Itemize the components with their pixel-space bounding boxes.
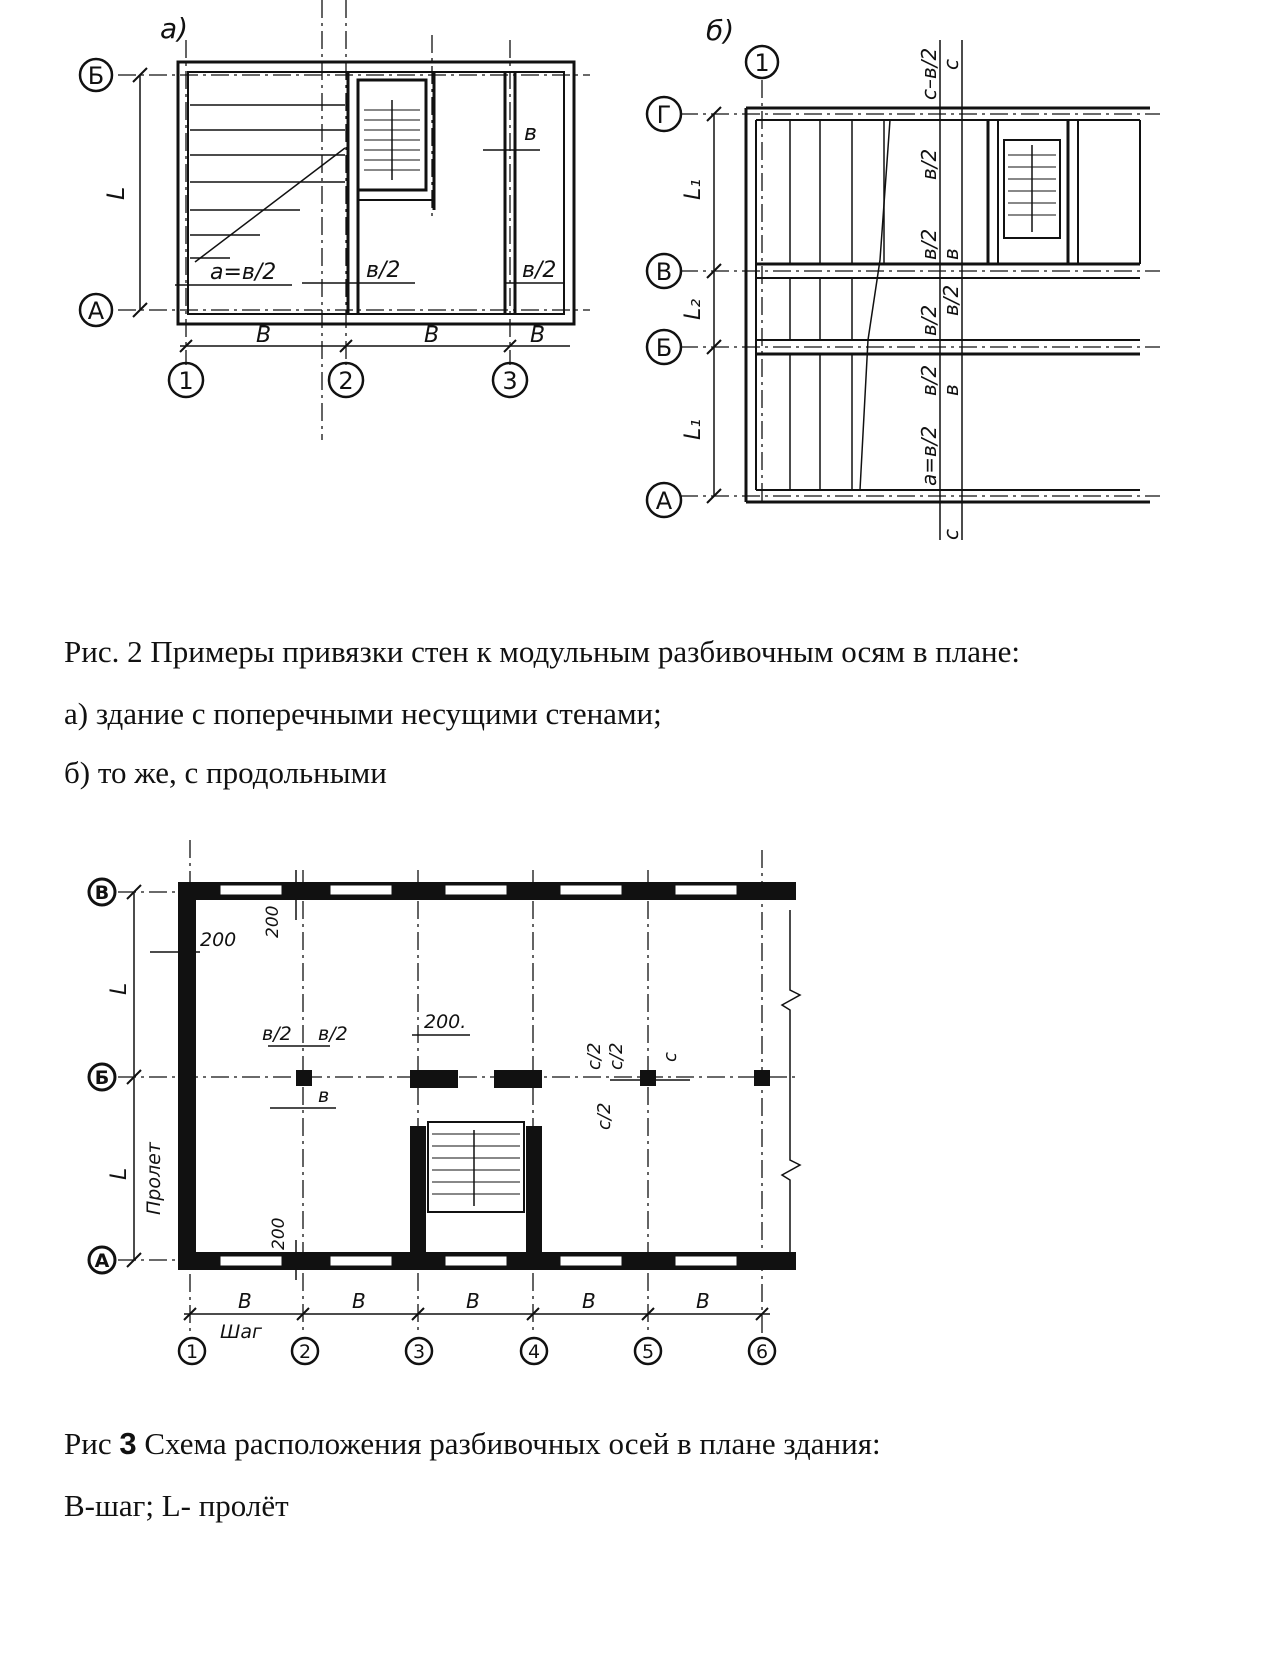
dim-L1-label: L₁ (681, 179, 706, 200)
dim-200-label: 200 (200, 929, 236, 951)
caption-2-prefix: Рис. (64, 634, 120, 669)
axis-bubble (87, 1062, 117, 1092)
axis-bubble (290, 1336, 320, 1366)
caption-3-line-1: Рис 3 Схема расположения разбивочных осе… (64, 1428, 881, 1459)
axis-bubble (633, 1336, 663, 1366)
axis-bubble (645, 252, 683, 290)
axis-col-2-label: 2 (338, 367, 353, 395)
dim-B-label: В (424, 323, 439, 348)
dim-B-label: В (530, 323, 545, 348)
dim-b2-label: в/2 (917, 305, 941, 336)
dim-L-label: L (107, 1168, 132, 1180)
axis-bubble (78, 57, 114, 93)
caption-3-line-2: В-шаг; L- пролёт (64, 1488, 289, 1523)
axis-row-b-label: Б (656, 334, 672, 362)
axis-bubble (87, 1245, 117, 1275)
dim-B-label: В (582, 1289, 596, 1313)
dim-c-label: с (939, 59, 963, 70)
dim-a-label: a=в/2 (210, 260, 276, 285)
caption-3-text: Схема расположения разбивочных осей в пл… (144, 1426, 881, 1461)
axis-bubble (327, 361, 365, 399)
axis-bubble (645, 95, 683, 133)
axis-row-a-label: А (95, 1250, 110, 1272)
caption-2-line-1: Рис. 2 Примеры привязки стен к модульным… (64, 636, 1020, 667)
axis-row-b-label: Б (95, 1067, 109, 1089)
dim-b2-label: в/2 (917, 149, 941, 180)
axis-bubble (404, 1336, 434, 1366)
dim-b-label: в (939, 384, 963, 396)
axis-row-v-label: В (95, 882, 109, 904)
dim-B-label: В (238, 1289, 252, 1313)
axis-row-a-label: А (88, 297, 105, 325)
dim-c2-label: с/2 (594, 1103, 615, 1130)
axis-bubble (78, 292, 114, 328)
caption-2-line-3: б) то же, с продольными (64, 755, 387, 790)
dim-200-label: 200 (263, 906, 283, 938)
step-label: Шаг (220, 1321, 263, 1343)
dim-b2-label: в/2 (522, 258, 556, 283)
figure-2a-plan: а) Б А 1 2 3 L В В В a=в/2 в/2 в/2 в (78, 0, 590, 440)
axis-bubble (747, 1336, 777, 1366)
axis-bubble (645, 481, 683, 519)
axis-col-1-label: 1 (178, 367, 193, 395)
axis-col-5-label: 5 (642, 1341, 654, 1363)
dim-a-label: a=в/2 (917, 426, 941, 486)
axis-bubble (744, 44, 780, 80)
dim-200-dot-label: 200. (424, 1011, 466, 1033)
dim-b2-label: в/2 (318, 1023, 348, 1045)
caption-3-prefix: Рис (64, 1426, 112, 1461)
axis-bubble (87, 877, 117, 907)
dim-B-label: В (466, 1289, 480, 1313)
axis-bubble (645, 328, 683, 366)
figure-3-plan: В Б А 1 2 3 4 5 6 L L Пролет Шаг В В В В… (87, 840, 802, 1366)
dim-B-label: В (696, 1289, 710, 1313)
axis-bubble (519, 1336, 549, 1366)
axis-col-3-label: 3 (413, 1341, 425, 1363)
dim-L1-label: L₁ (681, 419, 706, 440)
caption-2-text: Примеры привязки стен к модульным разбив… (150, 634, 1021, 669)
dim-b2-label: в/2 (262, 1023, 292, 1045)
caption-2-line-2: а) здание с поперечными несущими стенами… (64, 696, 662, 731)
dim-b2-label: в/2 (939, 285, 963, 316)
axis-bubble (491, 361, 529, 399)
axis-col-1-label: 1 (186, 1341, 198, 1363)
caption-3-number: 3 (119, 1426, 137, 1461)
dim-b2-label: в/2 (917, 365, 941, 396)
dim-c-label: с (939, 529, 963, 540)
axis-col-4-label: 4 (528, 1341, 540, 1363)
axis-bubble (177, 1336, 207, 1366)
windows (219, 884, 738, 1267)
dim-b2-label: в/2 (917, 229, 941, 260)
dim-b2-label: в/2 (366, 258, 400, 283)
axis-bubble (167, 361, 205, 399)
caption-2-number: 2 (127, 634, 143, 669)
dim-c2-label: с/2 (584, 1043, 605, 1070)
axis-row-b-label: Б (88, 62, 104, 90)
axis-col-6-label: 6 (756, 1341, 768, 1363)
dim-b-label: в (318, 1085, 329, 1107)
panel-a-label: а) (160, 12, 188, 45)
axis-row-g-label: Г (657, 101, 672, 129)
panel-b-label: б) (706, 14, 734, 47)
axis-col-2-label: 2 (299, 1341, 311, 1363)
dim-b-small-label: в (524, 121, 537, 146)
dim-L-label: L (107, 983, 132, 995)
axis-row-a-label: А (656, 487, 673, 515)
dim-B-label: В (256, 323, 271, 348)
figure-2b-plan: б) 1 Г В Б А L₁ L₂ L₁ с–в/2 с в/2 в/2 в … (645, 14, 1160, 540)
axis-col-3-label: 3 (502, 367, 517, 395)
dim-B-label: В (352, 1289, 366, 1313)
axis-col-1-label: 1 (754, 49, 769, 77)
span-label: Пролет (143, 1141, 165, 1215)
dim-c-minus-label: с–в/2 (917, 48, 941, 100)
dim-b-label: в (939, 248, 963, 260)
dim-c-label: с (660, 1052, 681, 1062)
dim-200-label: 200 (269, 1218, 289, 1250)
dim-c2-label: с/2 (606, 1043, 627, 1070)
axis-row-v-label: В (656, 258, 672, 286)
dim-L2-label: L₂ (681, 299, 706, 320)
dim-L-label: L (102, 187, 130, 200)
